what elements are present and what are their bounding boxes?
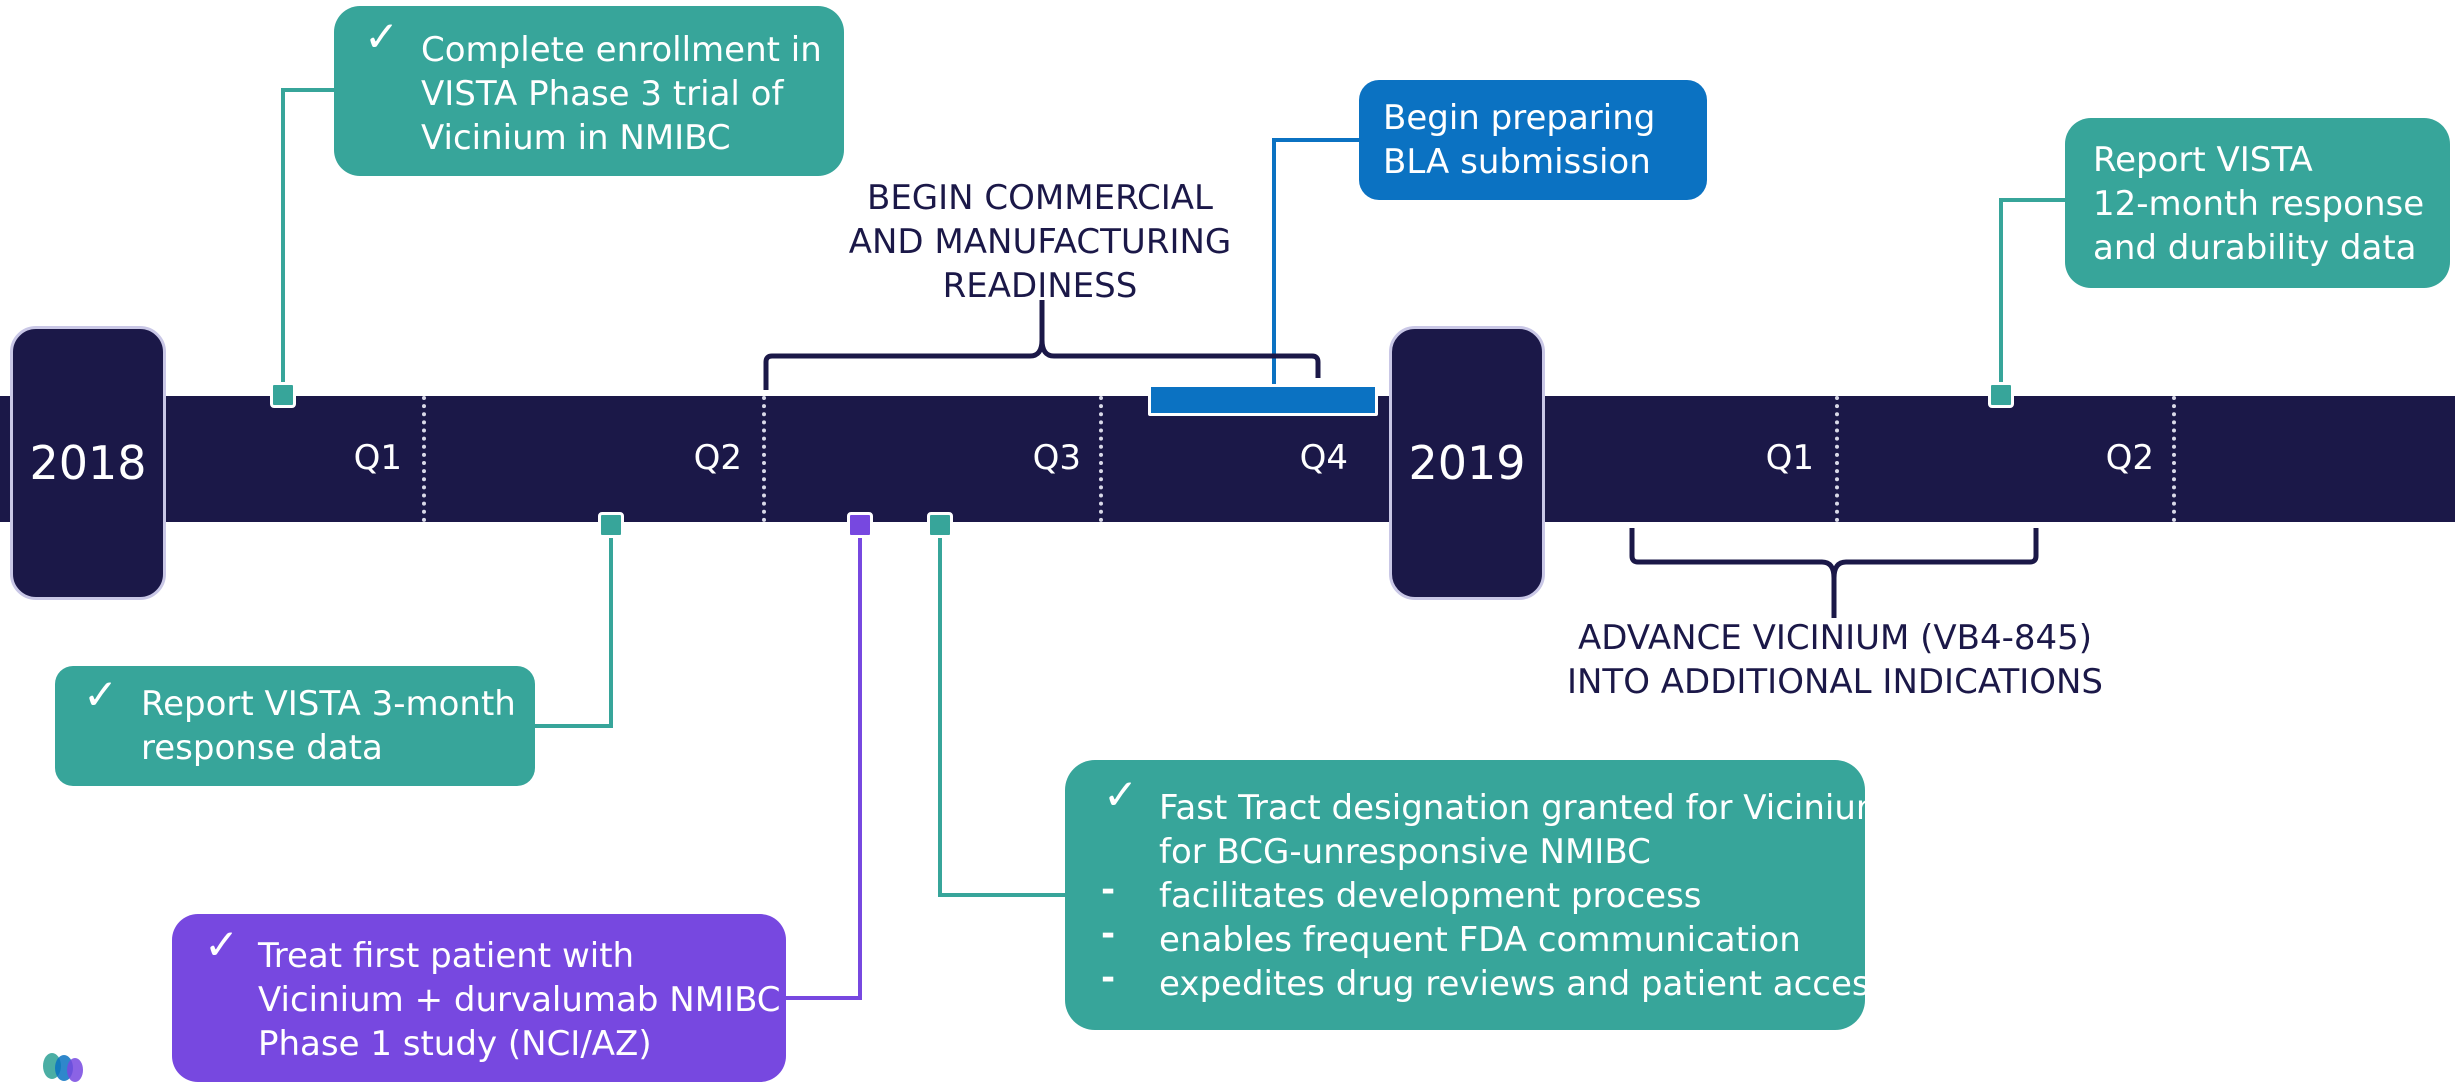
commercial-heading: BEGIN COMMERCIAL AND MANUFACTURING READI…: [848, 178, 1232, 306]
check-icon: ✓: [204, 920, 240, 969]
bullet-item: -facilitates development process: [1101, 870, 1702, 916]
fasttrack-connector: [938, 524, 1066, 897]
report3-line: response data: [141, 728, 383, 768]
year-2018: 2018: [10, 326, 166, 600]
indications-bracket: [1629, 528, 2039, 618]
enrollment-line: VISTA Phase 3 trial of: [421, 74, 784, 114]
enrollment-milestone: ✓ Complete enrollment in VISTA Phase 3 t…: [334, 6, 844, 176]
report12-line: and durability data: [2093, 228, 2417, 268]
report3-marker: [598, 512, 624, 538]
check-icon: ✓: [83, 670, 119, 719]
commercial-bracket: [763, 300, 1321, 390]
report12-marker: [1988, 382, 2014, 408]
indications-heading: ADVANCE VICINIUM (VB4-845) INTO ADDITION…: [1566, 618, 2104, 702]
bla-line: BLA submission: [1383, 142, 1651, 182]
quarter-label-2018-q2: Q2: [693, 438, 742, 478]
bla-connector: [1272, 138, 1360, 384]
durvalumab-line: Vicinium + durvalumab NMIBC: [258, 980, 781, 1020]
bla-milestone: Begin preparing BLA submission: [1359, 80, 1707, 200]
durvalumab-marker: [847, 512, 873, 538]
durvalumab-milestone: ✓ Treat first patient with Vicinium + du…: [172, 914, 786, 1082]
enrollment-connector: [281, 88, 336, 395]
durvalumab-line: Treat first patient with: [258, 936, 635, 976]
quarter-divider: [762, 396, 766, 522]
company-logo-icon: [43, 1053, 83, 1082]
report12-line: 12-month response: [2093, 184, 2425, 224]
fasttrack-marker: [927, 512, 953, 538]
quarter-label-2019-q1: Q1: [1765, 438, 1814, 478]
report12-milestone: Report VISTA 12-month response and durab…: [2065, 118, 2450, 288]
quarter-label-2018-q1: Q1: [353, 438, 402, 478]
quarter-divider: [422, 396, 426, 522]
bla-timeline-bar: [1148, 384, 1378, 416]
quarter-divider: [2172, 396, 2176, 522]
bla-line: Begin preparing: [1383, 98, 1656, 138]
quarter-label-2019-q2: Q2: [2105, 438, 2154, 478]
durvalumab-line: Phase 1 study (NCI/AZ): [258, 1024, 652, 1064]
report12-line: Report VISTA: [2093, 140, 2313, 180]
check-icon: ✓: [364, 12, 400, 61]
quarter-label-2018-q3: Q3: [1032, 438, 1081, 478]
report3-connector: [534, 524, 613, 728]
durvalumab-connector: [786, 524, 862, 1000]
quarter-divider: [1835, 396, 1839, 522]
enrollment-marker: [270, 382, 296, 408]
report3-line: Report VISTA 3-month: [141, 684, 516, 724]
enrollment-line: Vicinium in NMIBC: [421, 118, 731, 158]
check-icon: ✓: [1103, 770, 1139, 819]
year-2019: 2019: [1389, 326, 1545, 600]
report12-connector: [1999, 198, 2066, 395]
quarter-divider: [1099, 396, 1103, 522]
bullet-item: -enables frequent FDA communication: [1101, 914, 1801, 960]
timeline-band: [0, 396, 2455, 522]
report3-milestone: ✓ Report VISTA 3-month response data: [55, 666, 535, 786]
bullet-item: -expedites drug reviews and patient acce…: [1101, 958, 1888, 1004]
fasttrack-line: for BCG-unresponsive NMIBC: [1159, 832, 1651, 872]
quarter-label-2018-q4: Q4: [1299, 438, 1348, 478]
fasttrack-milestone: ✓ Fast Tract designation granted for Vic…: [1065, 760, 1889, 1030]
fasttrack-line: Fast Tract designation granted for Vicin…: [1159, 788, 1890, 828]
enrollment-line: Complete enrollment in: [421, 30, 822, 70]
fasttrack-bullets: -facilitates development process -enable…: [1067, 870, 1888, 1006]
